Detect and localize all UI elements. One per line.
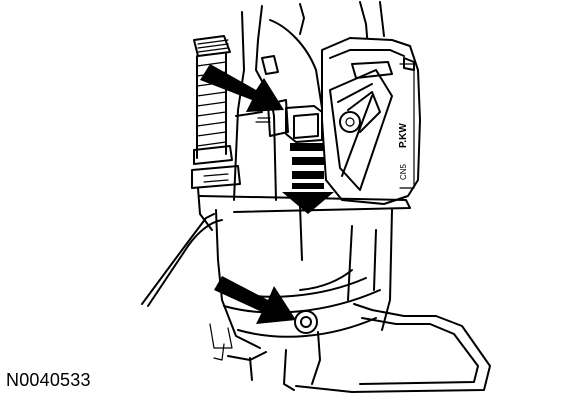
callout-arrow-lower [214,276,296,324]
lock-actuator [235,99,323,143]
connector-marking: P.KW [398,123,409,148]
retaining-bolt [294,310,318,334]
lower-column-body [141,195,491,393]
callout-arrow-upper [200,64,284,112]
connector-code: CN5 [399,163,408,180]
figure-id-label: N0040533 [6,370,91,390]
return-spring [191,35,241,231]
lock-cylinder-housing: P.KW CN5 [321,37,421,205]
